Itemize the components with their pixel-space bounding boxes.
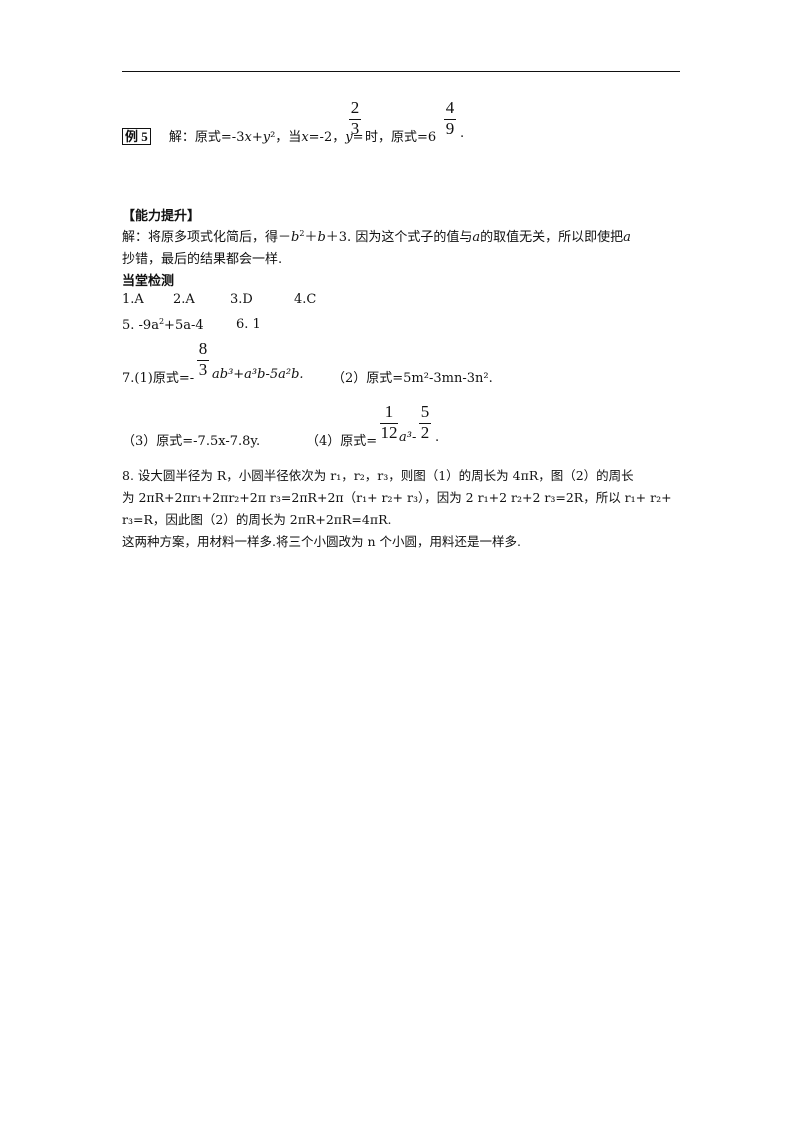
fraction-denominator: 3 [350, 119, 360, 138]
example5-label: 例 5 [122, 128, 151, 145]
header-rule [122, 71, 680, 72]
ability-text-a: 解：将原多项式化简后，得－ [122, 230, 292, 245]
fraction-numerator: 1 [380, 403, 398, 424]
answer-2: 2.A [173, 292, 195, 307]
q5-exp: 2 [158, 317, 165, 326]
q5-text-b: +5a-4 [164, 318, 204, 333]
q7-4-fraction-1: 1 12 [380, 403, 398, 442]
fraction-denominator: 2 [420, 423, 430, 442]
ability-text-c: ＋3. 因为这个式子的值与 [325, 230, 473, 245]
fraction-numerator: 5 [419, 403, 431, 424]
q7-4-end: . [435, 430, 440, 445]
fraction-numerator: 4 [444, 99, 456, 120]
answer-1: 1.A [122, 292, 144, 307]
q5-text-a: 5. -9a [122, 318, 159, 333]
ability-var-a: a [472, 230, 481, 245]
q8-line2: 为 2πR+2πr₁+2πr₂+2π r₃=2πR+2π（r₁+ r₂+ r₃）… [122, 490, 672, 505]
example5-text-d: 时，原式=6 [365, 130, 437, 145]
example5-var-y: y [262, 130, 271, 145]
q7-3: （3）原式=-7.5x-7.8y. [122, 434, 261, 449]
ability-heading: 【能力提升】 [122, 209, 201, 224]
q7-4-prefix: （4）原式= [306, 434, 378, 449]
ability-var-a2: a [623, 230, 631, 245]
example5-text-c: =-2， [308, 130, 346, 145]
fraction-denominator: 9 [445, 119, 455, 138]
example5-text-b: ，当 [275, 130, 302, 145]
q7-4-mid: a³- [399, 430, 417, 445]
ability-var-b: b [291, 230, 300, 245]
q8-line1: 8. 设大圆半径为 R，小圆半径依次为 r₁，r₂，r₃，则图（1）的周长为 4… [122, 468, 634, 483]
example5-var-x: x [244, 130, 252, 145]
ability-text-d: 的取值无关，所以即使把 [480, 230, 624, 245]
answer-3: 3.D [230, 292, 253, 307]
fraction-numerator: 2 [349, 99, 361, 120]
example5-eq: = [352, 130, 364, 145]
ability-exp: 2 [299, 229, 305, 238]
q8-line3: r₃=R，因此图（2）的周长为 2πR+2πR=4πR. [122, 512, 392, 527]
q7-1-fraction: 8 3 [197, 340, 209, 379]
example5-end: . [460, 126, 465, 141]
example5-fraction-result: 4 9 [444, 99, 456, 138]
q7-1-rest: ab³+a³b-5a²b. [212, 367, 304, 382]
example5-plus: + [251, 130, 263, 145]
fraction-denominator: 3 [198, 360, 208, 379]
q7-4-fraction-2: 5 2 [419, 403, 431, 442]
example5-var-x2: x [301, 130, 309, 145]
q7-2: （2）原式=5m²-3mn-3n². [332, 371, 493, 386]
ability-text-b: ＋ [304, 230, 318, 245]
example5-sq: ² [270, 130, 276, 145]
answer-4: 4.C [294, 292, 317, 307]
fraction-numerator: 8 [197, 340, 209, 361]
check-heading: 当堂检测 [122, 274, 175, 289]
answer-6: 6. 1 [236, 317, 261, 332]
ability-var-b2: b [317, 230, 326, 245]
ability-line2: 抄错，最后的结果都会一样. [122, 252, 283, 267]
answer-5: 5. -9a2+5a-4 [122, 317, 204, 333]
example5-var-y2: y [345, 130, 353, 145]
q8-line4: 这两种方案，用材料一样多.将三个小圆改为 n 个小圆，用料还是一样多. [122, 534, 521, 549]
fraction-denominator: 12 [380, 423, 398, 442]
q7-1-prefix: 7.(1)原式=- [122, 371, 195, 386]
example5-line: 例 5 解：原式=-3x+y²，当x=-2，y= [122, 126, 363, 145]
example5-text-a: 解：原式=-3 [168, 130, 245, 145]
example5-fraction-y: 2 3 [349, 99, 361, 138]
ability-line1: 解：将原多项式化简后，得－b2＋b＋3. 因为这个式子的值与a的取值无关，所以即… [122, 226, 631, 245]
